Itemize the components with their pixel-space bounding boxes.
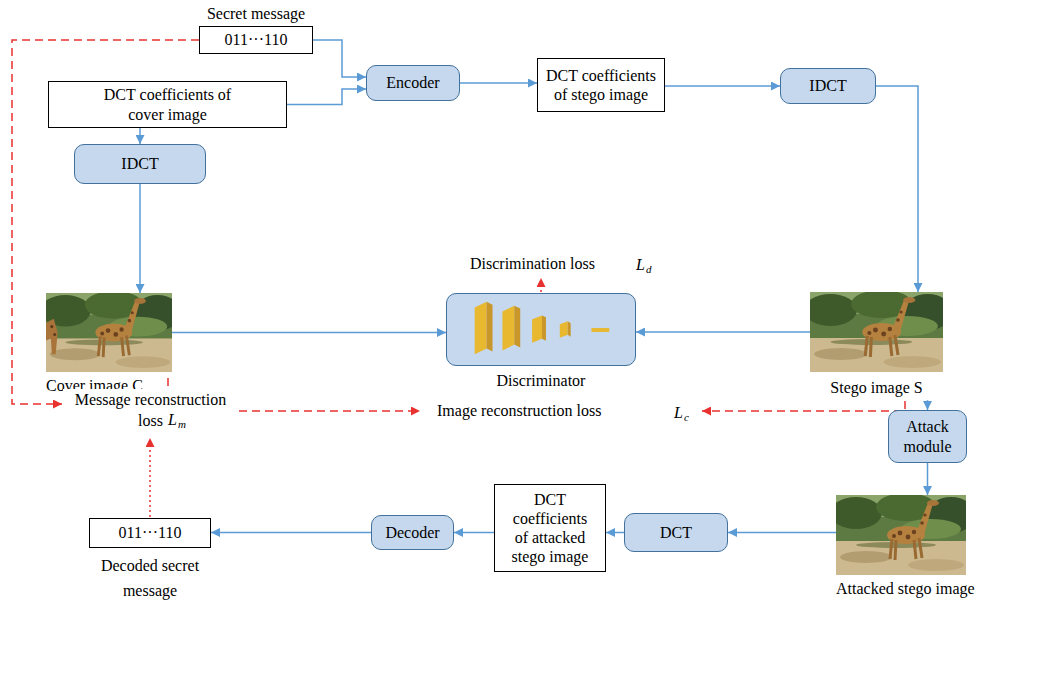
flow-arrow <box>606 532 624 534</box>
node-label: DCT <box>660 523 692 542</box>
dashed-leader <box>702 401 905 411</box>
discriminator-box: Discriminator <box>446 293 636 366</box>
flow-arrow <box>665 85 780 87</box>
flow-arrow <box>211 532 371 534</box>
data-box: DCT coefficients of cover image <box>48 81 287 128</box>
node-caption: Attacked stego image <box>836 579 975 598</box>
node-label: IDCT <box>121 154 158 173</box>
loss-label: Message reconstruction loss <box>63 389 238 431</box>
giraffe-photo <box>46 293 172 372</box>
giraffe-photo <box>836 495 966 575</box>
data-box: DCT coefficients of attacked stego image <box>494 484 606 572</box>
node-label: Decoder <box>385 523 439 542</box>
process-box: IDCT <box>74 144 206 184</box>
loss-symbol: Lm <box>168 410 186 431</box>
dotted-leader <box>149 438 151 517</box>
node-label: 011···110 <box>119 523 182 542</box>
flow-arrow <box>728 532 836 534</box>
process-box: Attack module <box>888 410 967 463</box>
flow-arrow <box>172 332 446 334</box>
process-box: IDCT <box>780 68 876 104</box>
loss-symbol: Ld <box>636 255 651 276</box>
node-caption: Stego image S <box>830 378 922 397</box>
flow-arrow <box>927 463 929 495</box>
process-box: Decoder <box>371 515 454 550</box>
node-label: DCT coefficients of cover image <box>93 85 243 123</box>
image-panel: Cover image C <box>46 293 172 372</box>
node-label: DCT coefficients of stego image <box>544 66 658 104</box>
node-caption: Secret message <box>207 4 305 23</box>
flow-arrow <box>287 89 366 105</box>
node-caption: Decoded secret message <box>90 553 210 603</box>
data-box: 011···110Decoded secret message <box>89 518 211 548</box>
loss-label: Discrimination loss <box>470 254 595 273</box>
data-box: Secret message011···110 <box>199 26 313 54</box>
flow-arrow <box>460 82 537 84</box>
process-box: DCT <box>624 513 728 552</box>
dotted-leader <box>540 278 542 292</box>
node-label: IDCT <box>809 76 846 95</box>
node-label: Encoder <box>386 73 439 92</box>
node-caption: Discriminator <box>497 371 586 390</box>
flow-arrow <box>927 400 929 410</box>
flow-arrow <box>454 532 494 534</box>
flow-arrow <box>636 331 810 333</box>
process-box: Encoder <box>366 65 460 101</box>
flow-arrow <box>876 86 918 292</box>
flow-arrow <box>313 40 366 77</box>
flow-arrow <box>139 184 141 293</box>
node-label: 011···110 <box>225 30 288 49</box>
giraffe-photo <box>810 292 943 372</box>
node-label: DCT coefficients of attacked stego image <box>507 490 593 567</box>
loss-label: Image reconstruction loss <box>437 401 601 420</box>
image-panel: Stego image S <box>810 292 943 372</box>
image-panel: Attacked stego image <box>836 495 966 575</box>
flow-arrow <box>139 128 141 144</box>
network-layers-icon <box>447 294 635 365</box>
data-box: DCT coefficients of stego image <box>537 58 665 112</box>
node-label: Attack module <box>897 417 959 455</box>
loss-symbol: Lc <box>674 403 689 424</box>
